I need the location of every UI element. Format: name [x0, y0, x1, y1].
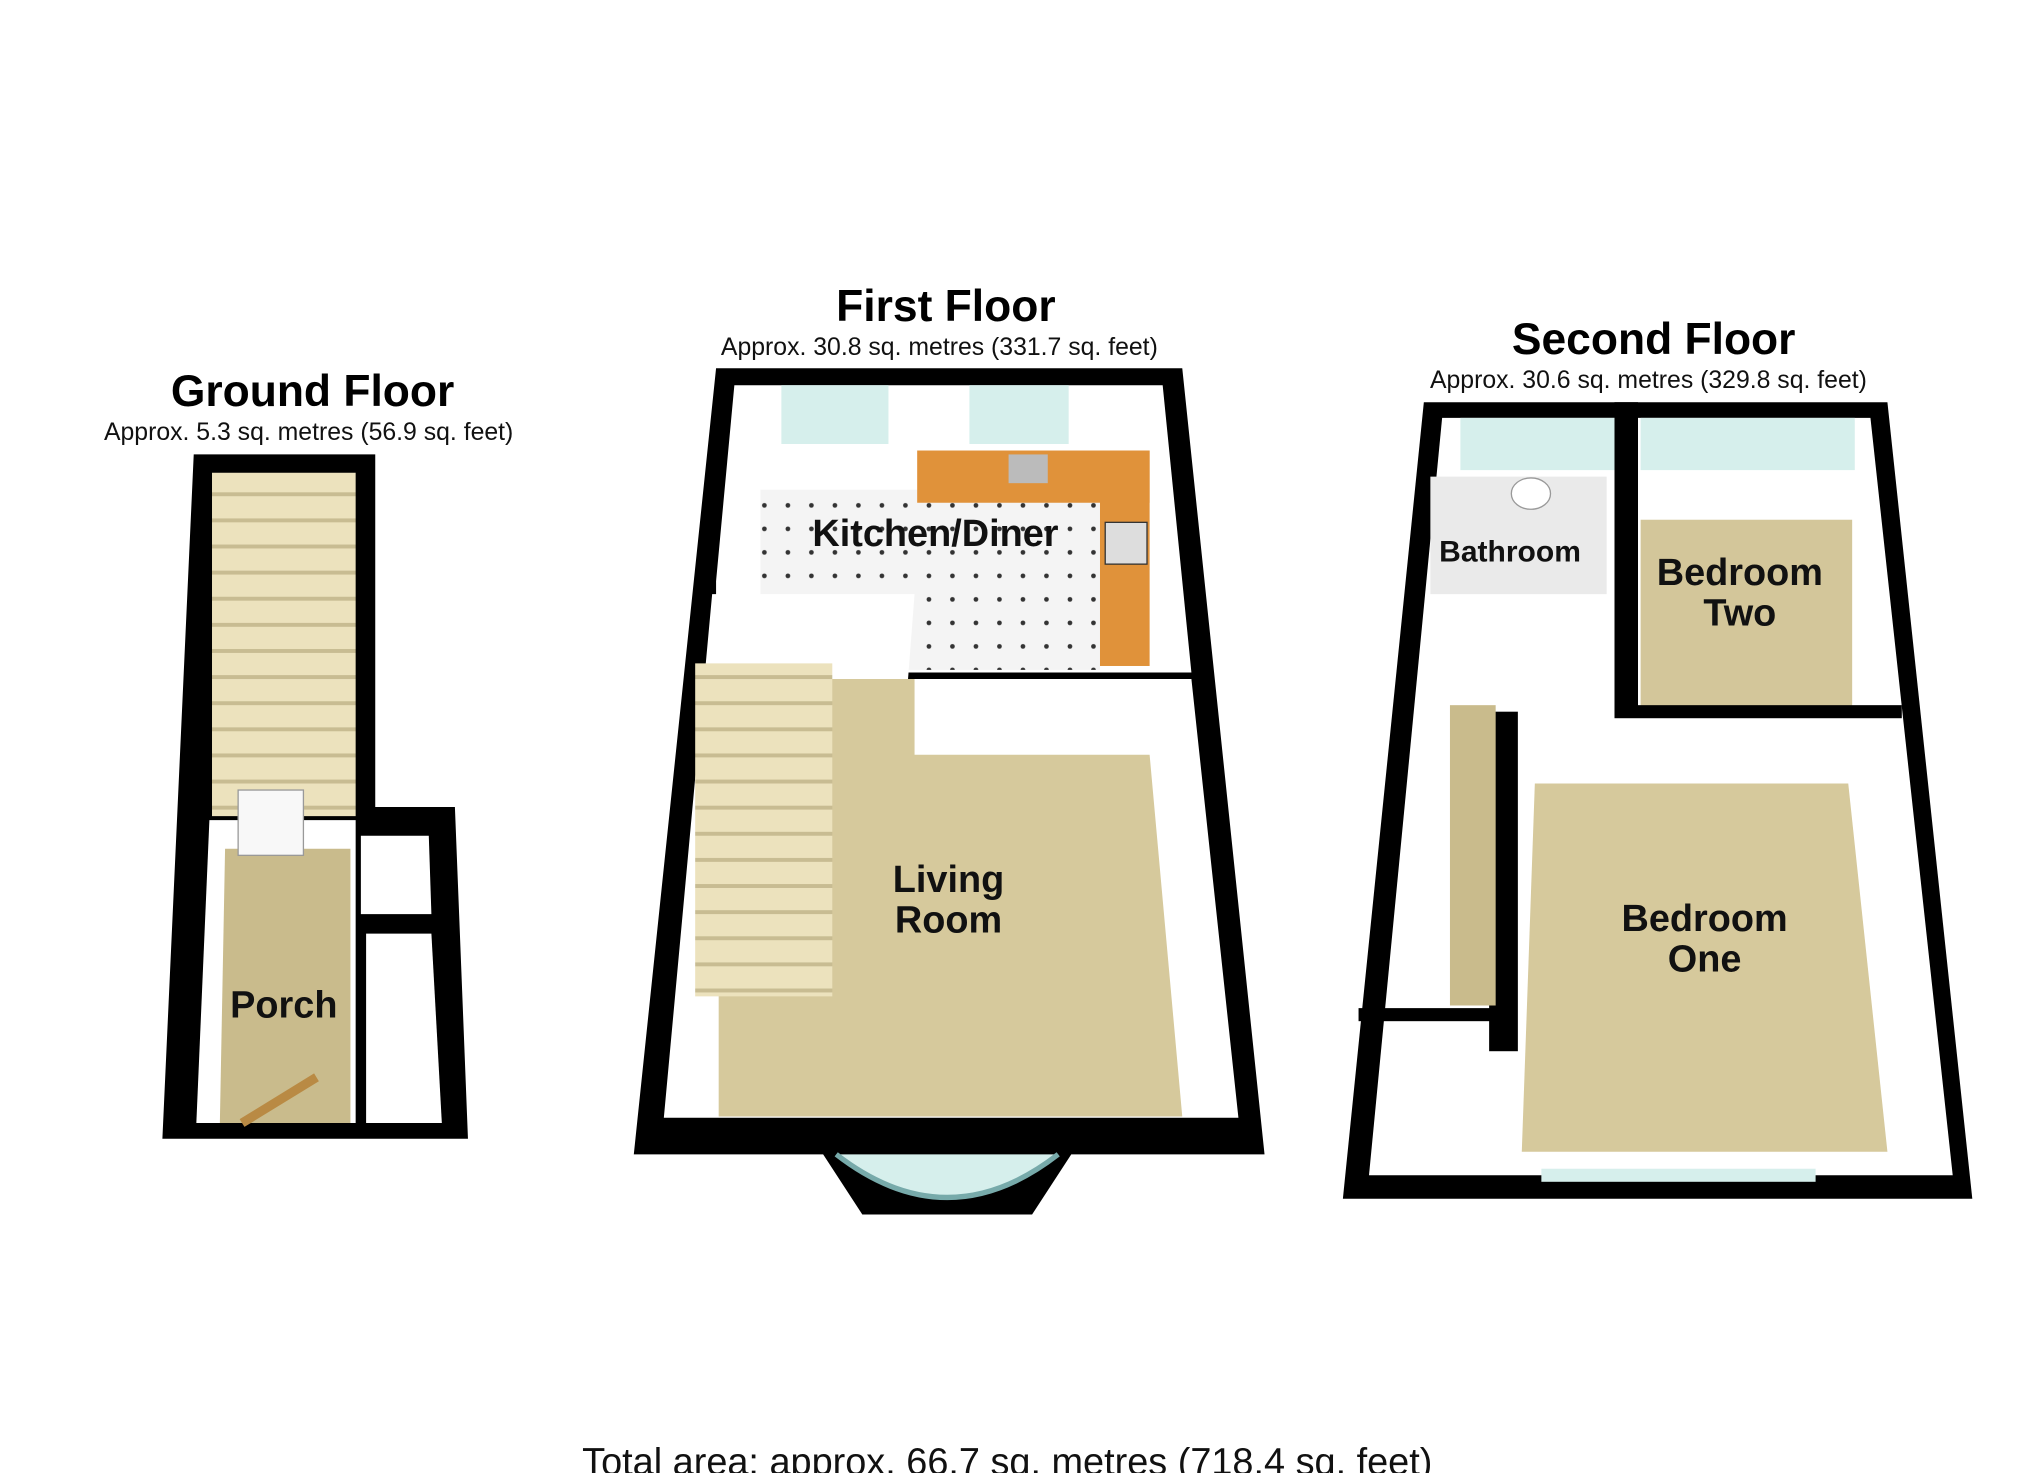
staircase [695, 663, 833, 997]
bedroom-two-floor [1640, 519, 1853, 710]
ground-floor-plan [162, 454, 468, 1139]
ground-floor-title: Ground Floor [171, 367, 454, 416]
second-floor-area: Approx. 30.6 sq. metres (329.8 sq. feet) [1430, 367, 1867, 394]
total-area: Total area: approx. 66.7 sq. metres (718… [582, 1441, 1432, 1473]
room-label-porch: Porch [230, 984, 337, 1026]
room-label-room: Room [895, 899, 1002, 941]
room-label-bedroom-one-2: One [1668, 939, 1742, 981]
room-label-bedroom-two-1: Bedroom [1657, 552, 1823, 594]
ground-floor-area: Approx. 5.3 sq. metres (56.9 sq. feet) [104, 419, 513, 446]
window [1640, 417, 1855, 471]
porch-floor [219, 848, 351, 1124]
second-floor-title: Second Floor [1512, 315, 1796, 364]
room-label-kitchen-diner: Kitchen/Diner [812, 513, 1058, 555]
first-floor-plan [633, 368, 1265, 1215]
room-label-bedroom-two-2: Two [1703, 593, 1776, 635]
room-label-living: Living [893, 859, 1004, 901]
staircase [1449, 705, 1496, 1006]
room-label-bathroom: Bathroom [1439, 536, 1581, 569]
basin-icon [1510, 477, 1552, 510]
second-floor-plan [1342, 402, 1973, 1199]
window [781, 385, 889, 444]
window [1460, 417, 1615, 471]
bay-window [834, 1152, 1060, 1200]
hob-icon [1104, 521, 1148, 565]
room-label-bedroom-one-1: Bedroom [1622, 898, 1788, 940]
first-floor-title: First Floor [836, 282, 1055, 331]
living-room-floor [718, 679, 1183, 1117]
bedroom-one-floor [1521, 783, 1888, 1152]
first-floor-area: Approx. 30.8 sq. metres (331.7 sq. feet) [721, 334, 1158, 361]
sink-icon [1008, 454, 1048, 484]
window [969, 385, 1069, 444]
door-icon [237, 789, 305, 856]
staircase [212, 472, 356, 817]
